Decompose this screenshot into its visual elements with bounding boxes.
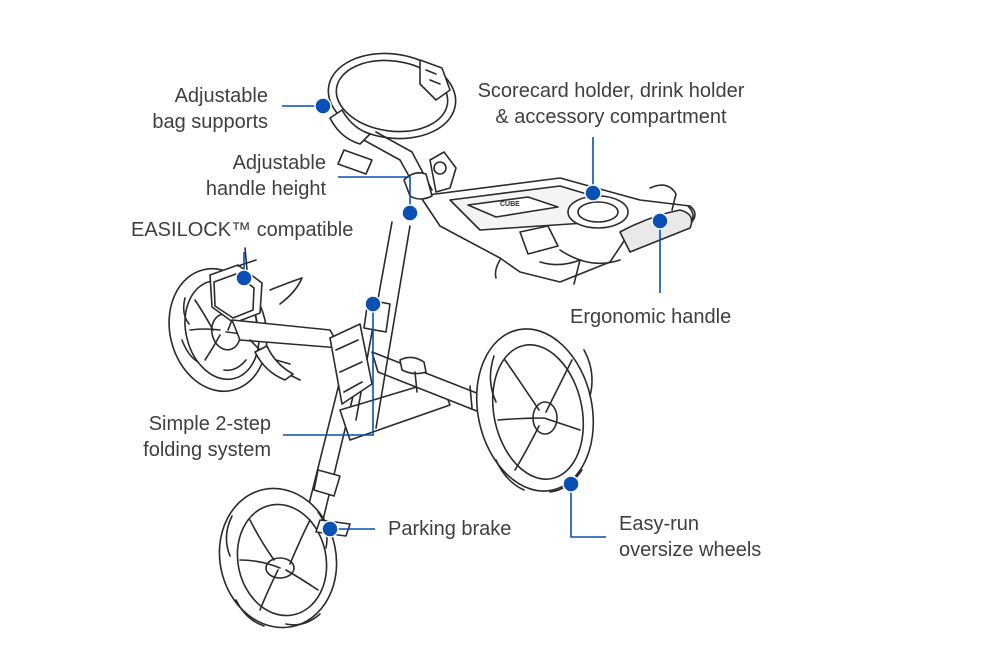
console-brand-text: CUBE [500,201,520,208]
callout-scorecard-line1: Scorecard holder, drink holder [477,80,745,102]
callout-bag-supports-line2: bag supports [152,111,268,133]
callout-handle-height-line2: handle height [205,178,326,200]
callout-ergonomic-handle-line1: Ergonomic handle [570,306,732,328]
leader-handle-height [338,176,411,213]
easilock-bracket [209,247,303,324]
marker-parking-brake [321,520,339,538]
callout-bag-supports-line1: Adjustable [174,85,268,107]
marker-folding [364,295,382,313]
callout-bag-supports: Adjustable bag supports [152,83,268,135]
marker-easilock [235,269,253,287]
ergonomic-grip [619,209,693,253]
marker-bag-supports [314,97,332,115]
callout-folding: Simple 2-step folding system [143,411,271,463]
callout-wheels-line1: Easy-run [619,513,700,535]
callout-folding-line1: Simple 2-step [148,413,271,435]
marker-ergonomic [651,212,669,230]
right-wheel [475,328,595,493]
callout-handle-height: Adjustable handle height [206,150,326,202]
callout-ergonomic-handle: Ergonomic handle [570,304,731,330]
callout-wheels-line2: oversize wheels [619,539,762,561]
callout-easilock-line1: EASILOCK™ compatible [131,219,354,241]
callout-markers [235,97,669,538]
callout-easilock: EASILOCK™ compatible [131,217,353,243]
callout-handle-height-line1: Adjustable [232,152,326,174]
leader-wheels [570,484,606,538]
callout-scorecard-line2: & accessory compartment [495,106,727,128]
callout-parking-brake: Parking brake [388,516,511,542]
callout-wheels: Easy-run oversize wheels [619,511,761,563]
console-head: CUBE [419,177,696,285]
trolley-line-art: CUBE [168,52,696,629]
bag-support-ring [327,52,457,175]
leader-folding [283,304,374,436]
marker-scorecard [584,184,602,202]
chassis-plate [339,379,451,441]
callout-parking-brake-line1: Parking brake [388,518,512,540]
front-strut [304,379,357,525]
callout-folding-line2: folding system [143,439,271,461]
marker-handle-height [401,204,419,222]
front-wheel [218,487,338,629]
marker-wheels [562,475,580,493]
callout-scorecard: Scorecard holder, drink holder & accesso… [451,78,771,130]
